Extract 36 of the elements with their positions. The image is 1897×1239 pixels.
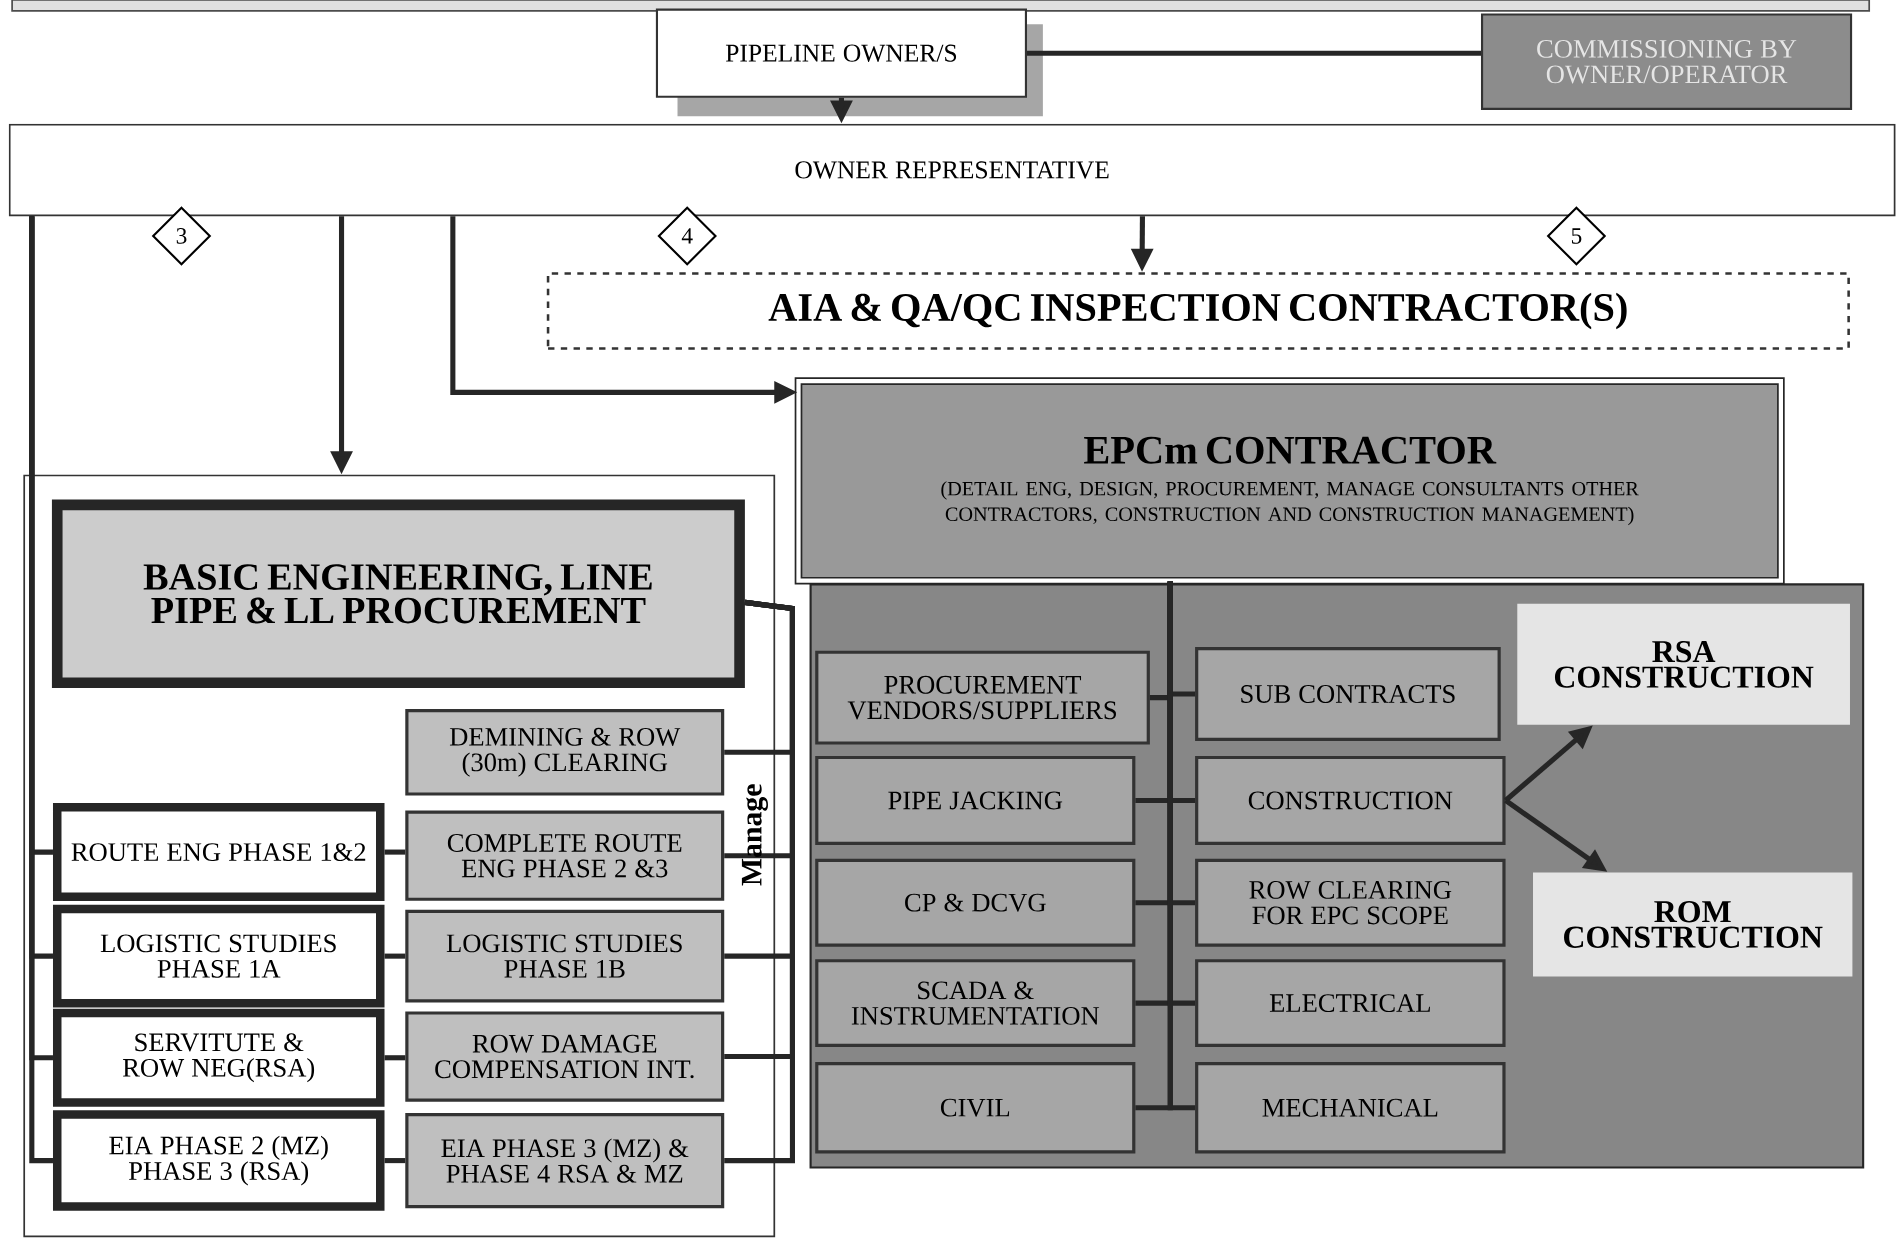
process-box: ELECTRICAL bbox=[1195, 959, 1506, 1048]
process-box: EIA PHASE 2 (MZ) PHASE 3 (RSA) bbox=[53, 1110, 385, 1211]
process-box: PIPE JACKING bbox=[815, 755, 1136, 846]
connector-line bbox=[384, 953, 406, 959]
process-box: LOGISTIC STUDIES PHASE 1B bbox=[405, 909, 725, 1003]
process-box: ROM CONSTRUCTION bbox=[1533, 872, 1853, 977]
process-box: MECHANICAL bbox=[1195, 1062, 1506, 1154]
inspection-box: AIA & QA/QC INSPECTION CONTRACTOR(S) bbox=[546, 272, 1850, 350]
trunk-label: Manage bbox=[741, 784, 768, 886]
process-box: ROW DAMAGE COMPENSATION INT. bbox=[405, 1011, 725, 1102]
process-box: SERVITUTE & ROW NEG(RSA) bbox=[53, 1008, 385, 1107]
contractor-box: EPCm CONTRACTOR (DETAIL ENG, DESIGN, PROCUREMENT, MANAGE CONSULTANTS OTHER CONTRACTORS, CONSTRUCTION AND CONSTRUCTION MANAGEMENT) bbox=[794, 377, 1785, 585]
top-band bbox=[11, 0, 1871, 12]
process-box: LOGISTIC STUDIES PHASE 1A bbox=[53, 904, 385, 1008]
process-box: DEMINING & ROW (30m) CLEARING bbox=[405, 709, 725, 796]
owner-box: PIPELINE OWNER/S bbox=[655, 8, 1043, 117]
commissioning-box: COMMISSIONING BY OWNER/OPERATOR bbox=[1481, 13, 1853, 111]
process-box: SUB CONTRACTS bbox=[1195, 647, 1501, 742]
process-box: COMPLETE ROUTE ENG PHASE 2 &3 bbox=[405, 810, 725, 901]
process-box: CP & DCVG bbox=[815, 858, 1136, 947]
connector-line bbox=[384, 1158, 406, 1164]
connector-line bbox=[724, 599, 795, 1164]
process-box: ROUTE ENG PHASE 1&2 bbox=[53, 803, 385, 902]
process-box: ROW CLEARING FOR EPC SCOPE bbox=[1195, 858, 1506, 947]
connector-line bbox=[384, 849, 406, 855]
process-box: RSA CONSTRUCTION bbox=[1517, 603, 1850, 725]
connector-line bbox=[1167, 581, 1196, 1111]
representative-band: OWNER REPRESENTATIVE bbox=[8, 123, 1896, 217]
process-box: CONSTRUCTION bbox=[1195, 755, 1506, 846]
process-box: SCADA & INSTRUMENTATION bbox=[815, 959, 1136, 1048]
process-box: EIA PHASE 3 (MZ) & PHASE 4 RSA & MZ bbox=[405, 1113, 725, 1209]
process-box: PROCUREMENT VENDORS/SUPPLIERS bbox=[815, 650, 1150, 745]
connector-line bbox=[1027, 50, 1481, 56]
connector-line bbox=[384, 1055, 406, 1061]
process-box: BASIC ENGINEERING, LINE PIPE & LL PROCUREMENT bbox=[51, 499, 745, 689]
process-box: CIVIL bbox=[815, 1062, 1136, 1154]
